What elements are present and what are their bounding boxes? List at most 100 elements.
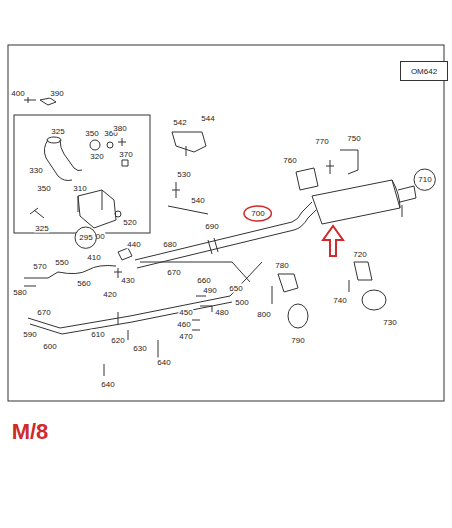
callout-number: 450 [178, 308, 193, 317]
callout-number: 790 [290, 336, 305, 345]
callout-number: 430 [120, 276, 135, 285]
callout-number: 640 [156, 358, 171, 367]
callout-number: 630 [132, 344, 147, 353]
node-text: OM642 [411, 67, 437, 76]
callout-number: 720 [352, 250, 367, 259]
callout-number: 325 [34, 224, 49, 233]
callout-number: 570 [32, 262, 47, 271]
sensor [24, 272, 58, 286]
callout-number: 540 [190, 196, 205, 205]
rubber-mount [288, 304, 308, 328]
clip [192, 296, 212, 330]
callout-number: 320 [89, 152, 104, 161]
callout-number: 400 [10, 89, 25, 98]
front-pipe [135, 222, 294, 268]
clamp [40, 98, 56, 105]
callout-number: 550 [54, 258, 69, 267]
bolt [158, 340, 159, 358]
pressure-line [30, 302, 232, 334]
bracket [340, 150, 358, 174]
sensor [172, 182, 180, 198]
node-text: 710 [418, 175, 431, 184]
rear-silencer [312, 180, 400, 224]
callout-number: 660 [196, 276, 211, 285]
callout-number: 380 [112, 124, 127, 133]
bolt [118, 138, 126, 146]
pipe-bend [292, 202, 316, 230]
callout-number: 520 [122, 218, 137, 227]
callout-number: 560 [76, 279, 91, 288]
bolt [24, 97, 36, 103]
inset-frame [14, 115, 150, 233]
callout-number: 670 [36, 308, 51, 317]
bolt [272, 286, 273, 304]
bolt [326, 160, 334, 174]
callout-number: 740 [332, 296, 347, 305]
callout-number: 670 [166, 268, 181, 277]
callout-number: 600 [42, 342, 57, 351]
nut [122, 160, 128, 166]
callout-number: 590 [22, 330, 37, 339]
callout-number: 530 [176, 170, 191, 179]
callout-number: 770 [314, 137, 329, 146]
callout-number: 490 [202, 286, 217, 295]
washer [115, 211, 121, 217]
nut [107, 142, 113, 148]
callout-number: 500 [234, 298, 249, 307]
sensor-lead [168, 206, 208, 214]
pipe-line [140, 262, 250, 282]
callout-number: 690 [204, 222, 219, 231]
pressure-line [28, 262, 262, 328]
gasket [90, 140, 100, 150]
node-text: 295 [79, 233, 92, 242]
bracket [354, 262, 372, 280]
callout-number: 350 [36, 184, 51, 193]
callout-number: 470 [178, 332, 193, 341]
callout-number: 325 [50, 127, 65, 136]
callout-number: 580 [12, 288, 27, 297]
callout-number: 680 [162, 240, 177, 249]
callout-number: 650 [228, 284, 243, 293]
callout-number: 440 [126, 240, 141, 249]
clamp [118, 248, 132, 260]
flange [47, 137, 61, 143]
bolt [104, 364, 105, 376]
callout-number: 730 [382, 318, 397, 327]
callout-number: 480 [214, 308, 229, 317]
callout-number: 640 [100, 380, 115, 389]
pointer-arrow [323, 226, 343, 256]
callout-number: 780 [274, 261, 289, 270]
bolt [30, 208, 44, 218]
bolt [402, 205, 403, 217]
callout-number: 410 [86, 253, 101, 262]
tail-pipe [398, 186, 416, 202]
node-text: 700 [251, 209, 264, 218]
callout-number: 542 [172, 118, 187, 127]
callout-number: 610 [90, 330, 105, 339]
callout-number: 750 [346, 134, 361, 143]
bracket [278, 274, 298, 292]
clamp [208, 238, 218, 254]
page-code: M/8 [11, 420, 50, 444]
callout-number: 620 [110, 336, 125, 345]
bolt [349, 280, 350, 292]
callout-number: 310 [72, 184, 87, 193]
callout-number: 390 [49, 89, 64, 98]
callout-number: 800 [256, 310, 271, 319]
callout-number: 330 [28, 166, 43, 175]
callout-number: 350 [84, 129, 99, 138]
rubber-mount [296, 168, 318, 190]
callout-number: 760 [282, 156, 297, 165]
bracket [172, 132, 206, 156]
catalytic-converter [78, 190, 116, 228]
frame [8, 45, 444, 401]
engine-code-box: OM642 [400, 61, 448, 81]
callout-number: 460 [176, 320, 191, 329]
callout-number: 370 [118, 150, 133, 159]
elbow-pipe [44, 140, 82, 181]
callout-circle: 295 [74, 226, 97, 249]
callout-circle: 710 [413, 168, 436, 191]
highlight-ellipse: 700 [243, 205, 272, 222]
callout-number: 544 [200, 114, 215, 123]
callout-number: 420 [102, 290, 117, 299]
